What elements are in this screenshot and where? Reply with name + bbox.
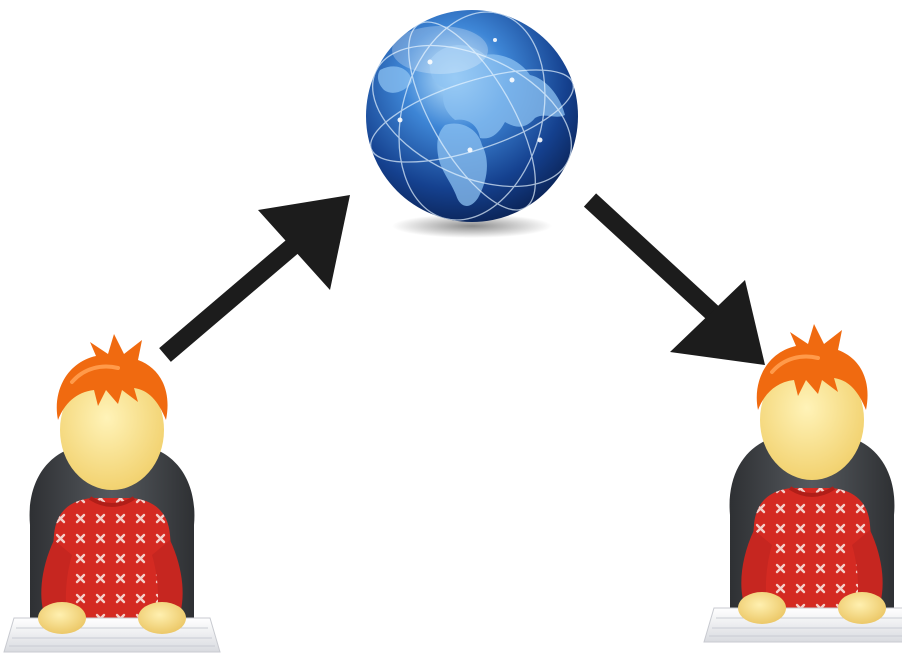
globe-icon	[351, 0, 594, 238]
user-at-keyboard-icon	[4, 334, 220, 652]
user-at-keyboard-icon	[704, 324, 902, 642]
arrow-sender-to-internet	[165, 195, 350, 355]
arrow-internet-to-receiver	[590, 200, 765, 365]
